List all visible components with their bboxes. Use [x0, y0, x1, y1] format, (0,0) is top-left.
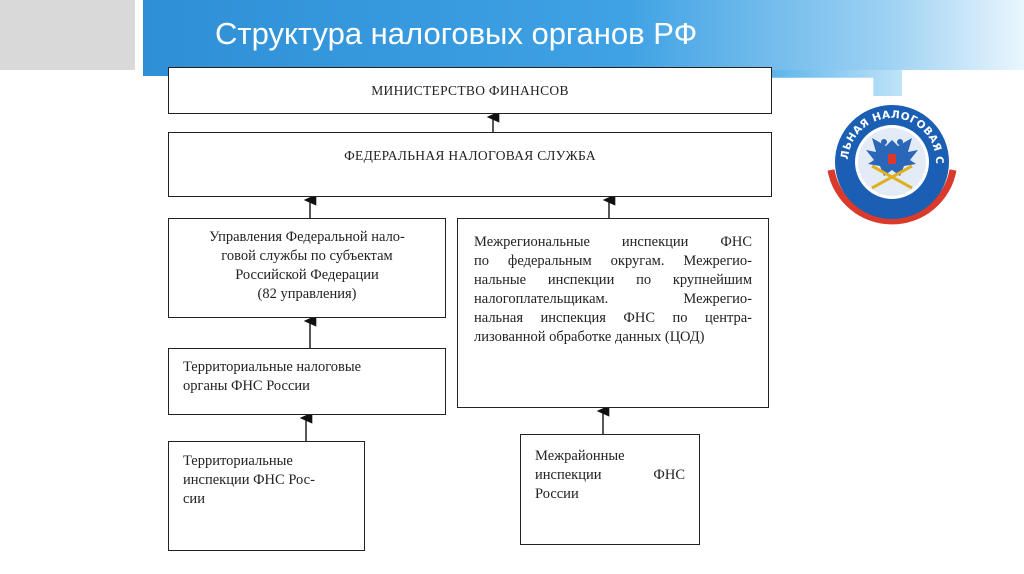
header-tab-left — [143, 70, 168, 76]
interregional-inspections-box: Межрегиональные инспекции ФНС по федерал… — [457, 218, 769, 408]
territorial-inspections-box: Территориальные инспекции ФНС Рос- сии — [168, 441, 365, 551]
district-inspections-line: Межрайонные — [535, 448, 625, 464]
fns-emblem-logo: ФЕДЕРАЛЬНАЯ НАЛОГОВАЯ СЛУЖБА — [826, 96, 957, 226]
interregional-line: по федеральным округам. Межрегио- — [474, 253, 752, 269]
header-band — [143, 0, 1024, 70]
fns-label: ФЕДЕРАЛЬНАЯ НАЛОГОВАЯ СЛУЖБА — [344, 148, 596, 163]
regional-line: (82 управления) — [257, 286, 357, 302]
ministry-label: МИНИСТЕРСТВО ФИНАНСОВ — [371, 83, 569, 98]
territorial-inspections-line: сии — [183, 491, 205, 507]
interregional-line: налогоплательщикам. Межрегио- — [474, 291, 752, 307]
interregional-line: нальная инспекция ФНС по центра- — [474, 310, 752, 326]
interregional-line: Межрегиональные инспекции ФНС — [474, 234, 752, 250]
territorial-organs-line: Территориальные налоговые — [183, 359, 362, 375]
territorial-organs-line: органы ФНС России — [183, 378, 310, 394]
fns-box: ФЕДЕРАЛЬНАЯ НАЛОГОВАЯ СЛУЖБА — [168, 132, 772, 197]
territorial-organs-box: Территориальные налоговые органы ФНС Рос… — [168, 348, 446, 415]
regional-line: Российской Федерации — [235, 267, 379, 283]
ministry-box: МИНИСТЕРСТВО ФИНАНСОВ — [168, 67, 772, 114]
district-inspections-line: инспекции ФНС — [535, 467, 685, 483]
regional-directorates-box: Управления Федеральной нало- говой служб… — [168, 218, 446, 318]
interregional-line: лизованной обработке данных (ЦОД) — [474, 329, 705, 345]
regional-line: Управления Федеральной нало- — [209, 229, 405, 245]
crossed-keys-icon — [871, 164, 913, 190]
interregional-line: нальные инспекции по крупнейшим — [474, 272, 752, 288]
regional-line: говой службы по субъектам — [221, 248, 393, 264]
district-inspections-line: России — [535, 486, 579, 502]
district-inspections-box: Межрайонные инспекции ФНС России — [520, 434, 700, 545]
territorial-inspections-line: Территориальные — [183, 453, 293, 469]
corner-gray-block — [0, 0, 135, 70]
double-headed-eagle-icon — [866, 138, 918, 176]
slide-title: Структура налоговых органов РФ — [215, 16, 698, 51]
territorial-inspections-line: инспекции ФНС Рос- — [183, 472, 315, 488]
